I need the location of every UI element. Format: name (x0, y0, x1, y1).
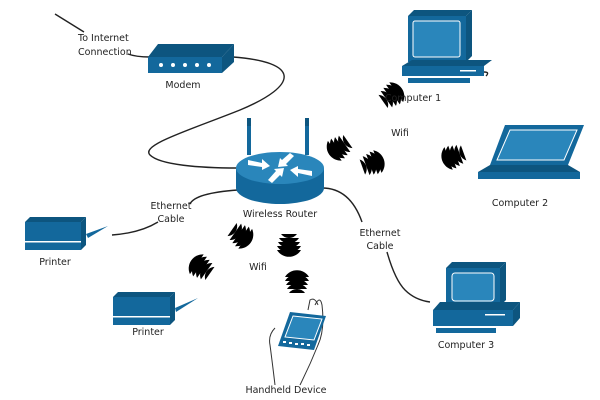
wireless-router-icon (236, 118, 324, 204)
printer-2-icon (113, 292, 198, 325)
internet-cable (54, 13, 85, 33)
computer-1-icon (402, 10, 492, 83)
printer-2-label: Printer (132, 327, 164, 338)
wifi-wave-icon (358, 147, 388, 179)
ethernet-left-label-line1: Ethernet (151, 201, 192, 212)
wifi-wave-icon (322, 131, 355, 165)
router-ethernet-cable-right (321, 187, 363, 223)
computer-2-laptop-icon (478, 125, 584, 179)
wifi-bottom-label: Wifi (249, 262, 267, 273)
ethernet-right-label-line1: Ethernet (360, 228, 401, 239)
ethernet-left-label-line2: Cable (158, 214, 185, 225)
modem-router-cable (148, 56, 285, 169)
computer-3-label: Computer 3 (438, 340, 494, 351)
handheld-device-icon (269, 298, 326, 386)
internet-to-modem-cable (127, 53, 151, 58)
router-ethernet-cable-left (189, 189, 239, 205)
wifi-wave-icon (225, 219, 258, 253)
printer-1-icon (25, 217, 108, 250)
ethernet-right-label-line2: Cable (367, 241, 394, 252)
computer-1-label: Computer 1 (385, 93, 441, 104)
printer-1-label: Printer (39, 257, 71, 268)
modem-label: Modem (165, 80, 200, 91)
wifi-wave-icon (285, 270, 309, 293)
internet-label-line1: To Internet (77, 33, 129, 44)
computer-2-label: Computer 2 (492, 198, 548, 209)
handheld-label: Handheld Device (245, 385, 326, 396)
wifi-wave-icon (277, 234, 301, 257)
wifi-wave-icon (438, 141, 468, 173)
modem-icon (148, 44, 234, 73)
computer3-ethernet-cable (386, 251, 431, 303)
wifi-wave-icon (184, 250, 217, 284)
wifi-top-label: Wifi (391, 128, 409, 139)
printer-ethernet-cable (111, 221, 159, 236)
router-label: Wireless Router (243, 209, 317, 220)
wifi-signal-icons (184, 78, 468, 293)
internet-label-line2: Connection (78, 47, 132, 58)
computer-3-icon (433, 262, 520, 333)
